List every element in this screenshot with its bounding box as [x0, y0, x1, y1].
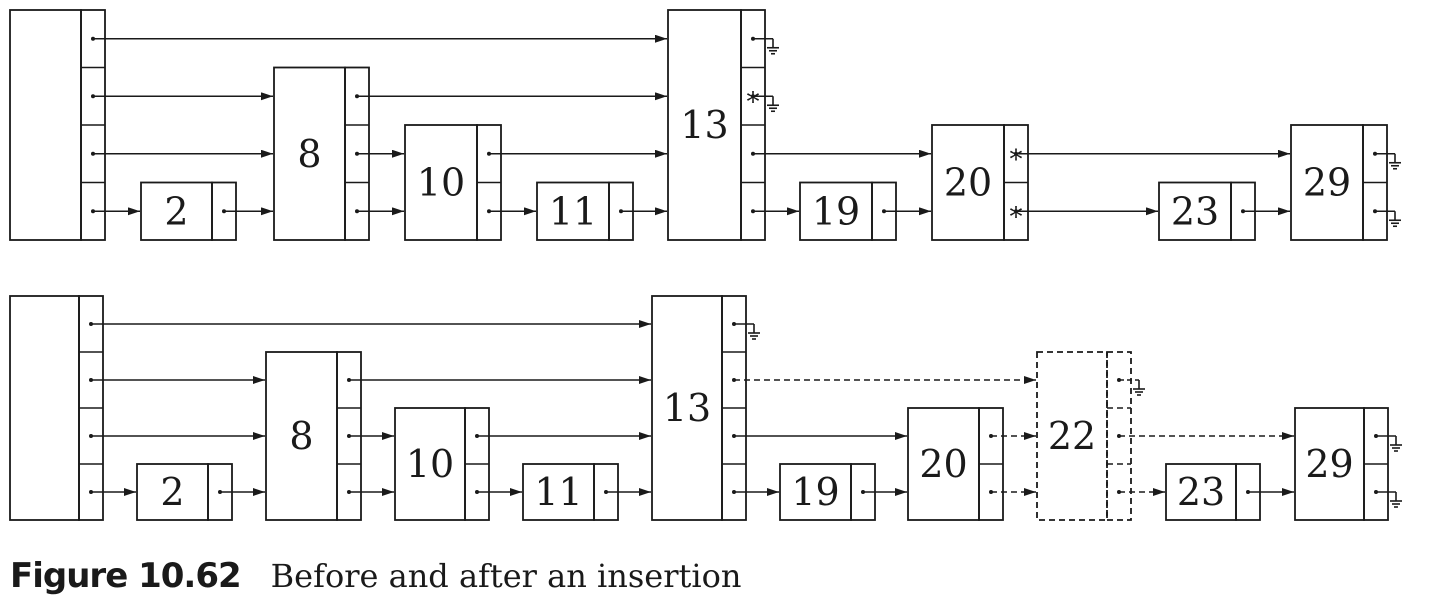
node-key: 8 [289, 414, 313, 458]
skip-list-node: 11 [536, 181, 634, 241]
skip-list-node: 19 [799, 181, 897, 241]
skip-list-node: 2 [136, 463, 233, 521]
node-key: 23 [1171, 189, 1219, 233]
node-key: 10 [417, 161, 465, 205]
node-key: 13 [680, 103, 728, 147]
skip-list-node: 29 [1294, 407, 1389, 521]
node-key: 29 [1303, 161, 1351, 205]
skip-list-node: 13 [651, 295, 747, 521]
skip-list-node: 2 [140, 181, 237, 241]
skip-list-node: 19 [779, 463, 876, 521]
skip-list-before: 2 8 10 11 13 19 20 23 29 * * * [9, 9, 1401, 241]
node-key: 29 [1305, 442, 1353, 486]
null-pointer-icon [753, 37, 779, 55]
skip-list-node: 13 [667, 9, 766, 241]
marked-pointer-asterisk: * [1010, 145, 1023, 175]
header-node-body [9, 9, 82, 241]
marked-pointer-asterisk: * [747, 87, 760, 117]
node-key: 13 [663, 386, 711, 430]
node-key: 2 [164, 189, 188, 233]
skip-list-node: 11 [522, 463, 619, 521]
node-key: 20 [919, 442, 967, 486]
skip-list-node: 29 [1290, 124, 1388, 241]
node-key: 19 [791, 470, 839, 514]
skip-list-node: 8 [273, 66, 370, 241]
figure-caption-text: Before and after an insertion [270, 557, 742, 595]
skip-list-node: 10 [394, 407, 490, 521]
null-pointer-icon [734, 323, 760, 340]
node-key: 11 [549, 189, 597, 233]
node-key: 23 [1177, 470, 1225, 514]
skip-list-node: 20 [931, 124, 1029, 241]
node-key: 19 [812, 189, 860, 233]
skip-list-after: 2 8 10 11 13 19 20 22 23 29 [9, 295, 1402, 521]
node-key: 11 [534, 470, 582, 514]
node-key: 10 [406, 442, 454, 486]
header-node-body [9, 295, 80, 521]
null-pointer-icon [1119, 379, 1145, 396]
node-key: 20 [944, 161, 992, 205]
null-pointer-icon [753, 95, 779, 113]
skip-list-node: 22 [1036, 351, 1132, 521]
skip-list-node: 23 [1158, 181, 1256, 241]
node-key: 2 [160, 470, 184, 514]
figure-label: Figure 10.62 [10, 556, 242, 596]
skip-list-node: 8 [265, 351, 362, 521]
skip-list-node: 20 [907, 407, 1004, 521]
header-node [9, 295, 104, 521]
null-pointer-icon [1376, 491, 1402, 508]
node-pointer-column [1106, 351, 1132, 521]
null-pointer-icon [1376, 435, 1402, 452]
header-node [9, 9, 106, 241]
null-pointer-icon [1375, 152, 1401, 170]
figure-caption: Figure 10.62 Before and after an inserti… [10, 556, 741, 596]
node-key: 8 [297, 132, 321, 176]
marked-pointer-asterisk: * [1010, 202, 1023, 232]
node-key: 22 [1048, 414, 1096, 458]
skip-list-diagram: 2 8 10 11 13 19 20 23 29 * * * 2 8 10 11 13 19 20 22 23 29 [9, 9, 1402, 521]
skip-list-node: 10 [404, 124, 502, 241]
null-pointer-icon [1375, 210, 1401, 228]
skip-list-node: 23 [1165, 463, 1261, 521]
